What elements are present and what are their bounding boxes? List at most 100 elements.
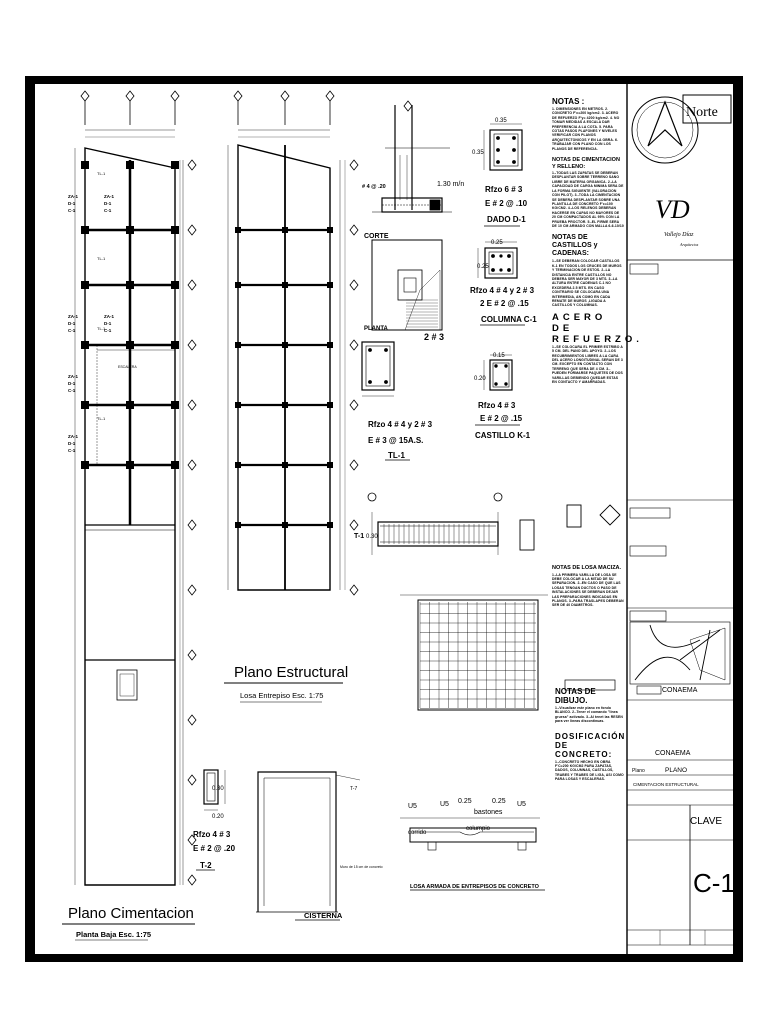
notes-column: NOTAS : 1. DIMENSIONES EN METROS. 2. CON… — [552, 94, 639, 385]
dado-section — [483, 123, 523, 227]
cast-dim-side: 0.20 — [474, 376, 486, 382]
c1-label-6: C-1 — [68, 448, 76, 453]
losa-u5-a: U5 — [408, 803, 417, 810]
c1-label-2: C-1 — [104, 208, 112, 213]
footing-pad — [81, 461, 89, 469]
footing-pad — [171, 341, 179, 349]
sheet-number: C-1 — [693, 868, 735, 898]
logo-text: VD — [655, 195, 690, 224]
t2-rfzo: Rfzo 4 # 3 — [193, 830, 231, 839]
column-mark — [327, 522, 333, 528]
title-block — [626, 84, 733, 954]
d1-label-1: D-1 — [68, 201, 76, 206]
losa-bastones: bastones — [474, 809, 503, 816]
footing-pad — [171, 401, 179, 409]
losa-notes-title: NOTAS DE LOSA MACIZA. — [552, 565, 622, 571]
column-mark — [327, 342, 333, 348]
t1-dim: 0.30 — [366, 534, 378, 540]
footing-pad — [81, 281, 89, 289]
column-mark — [235, 342, 241, 348]
tl-label-4: TL-1 — [97, 416, 106, 421]
dado-label: DADO D-1 — [487, 215, 526, 224]
d1-label-2: D-1 — [104, 201, 112, 206]
tl-section — [361, 341, 410, 461]
grid-row-marker — [187, 339, 197, 351]
t2-estribos: E # 2 @ .20 — [193, 844, 236, 853]
proyecto-value: CONAEMA — [662, 687, 698, 694]
castillo-section — [475, 354, 520, 426]
grid-row-marker — [187, 834, 197, 846]
planta-label: PLANTA — [364, 326, 389, 332]
tl-label-3: TL-1 — [97, 326, 106, 331]
t1-label: T-1 — [354, 533, 364, 540]
column-mark — [327, 462, 333, 468]
logo-subtitle-2: Arquitectos — [679, 242, 699, 247]
column-section — [477, 241, 525, 326]
dado-dim-side: 0.35 — [472, 150, 484, 156]
column-mark — [327, 402, 333, 408]
za-label-3: ZA-1 — [68, 314, 78, 319]
notas-body: 1. DIMENSIONES EN METROS. 2. CONCRETO F'… — [552, 107, 620, 151]
grid-axis-marker — [403, 100, 413, 112]
col-dim-side: 0.25 — [477, 264, 489, 270]
footing-pad — [171, 161, 179, 169]
beam-t1 — [367, 492, 621, 555]
c1-label-4: C-1 — [104, 328, 112, 333]
foundation-plan-title: Plano Cimentacion — [68, 905, 194, 922]
col-estribos: 2 E # 2 @ .15 — [480, 299, 529, 308]
d1-label-5: D-1 — [68, 381, 76, 386]
column-mark — [327, 282, 333, 288]
dim-130: 1.30 m/n — [437, 181, 464, 188]
footing-pad — [171, 226, 179, 234]
grid-axis-marker — [80, 90, 90, 102]
slab-mesh — [400, 594, 616, 711]
footing-pad — [81, 401, 89, 409]
footing-pad — [171, 281, 179, 289]
cim-notes-body: 1.-TODAS LAS ZAPATAS SE DEBERAN DESPLANT… — [552, 171, 624, 228]
muro-label: Muro de 15 cm de concreto — [340, 865, 383, 869]
losa-corrido: corrido — [408, 830, 427, 836]
dado-dim: 0.35 — [495, 118, 507, 124]
t2-dim-side: 0.30 — [212, 786, 224, 792]
tl-estribos: E # 3 @ 15A.S. — [368, 436, 423, 445]
acero-body: 1.-SE COLOCARA EL PRIMER ESTRIBO A 5 CM.… — [552, 344, 623, 385]
dado-rfzo: Rfzo 6 # 3 — [485, 185, 523, 194]
tl-label-1: TL-1 — [97, 171, 106, 176]
losa-notes: NOTAS DE LOSA MACIZA. 1.-LA PRIMERA VARI… — [552, 562, 624, 608]
footing-pad — [81, 341, 89, 349]
grid-row-marker — [187, 584, 197, 596]
obra-value: CONAEMA — [655, 750, 691, 757]
grid-row-marker — [349, 224, 359, 236]
grid-row-marker — [349, 584, 359, 596]
corte-label: CORTE — [364, 233, 389, 240]
d1-label-3: D-1 — [68, 321, 76, 326]
grid-row-marker — [349, 279, 359, 291]
structural-plan-subtitle: Losa Entrepiso Esc. 1:75 — [240, 691, 323, 700]
norte-label: Norte — [686, 105, 718, 120]
notas-title: NOTAS : — [552, 97, 585, 106]
column-mark — [235, 462, 241, 468]
logo-subtitle: Vallejo Díaz — [664, 232, 694, 238]
cast-dim-top: 0.15 — [493, 353, 505, 359]
grid-row-marker — [187, 774, 197, 786]
cast-estribos: E # 2 @ .15 — [480, 414, 523, 423]
dosif-title: DOSIFICACIÓN DE CONCRETO: — [555, 731, 626, 759]
column-mark — [235, 227, 241, 233]
foundation-plan — [74, 90, 413, 886]
dosif-body: 1.-CONCRETO HECHO EN OBRA F'C=200 KG/CM2… — [555, 759, 624, 782]
column-mark — [327, 227, 333, 233]
t2-dim-bot: 0.20 — [212, 814, 224, 820]
grid-row-marker — [187, 874, 197, 886]
clave-label: CLAVE — [690, 816, 722, 827]
losa-label: LOSA ARMADA DE ENTREPISOS DE CONCRETO — [410, 884, 540, 890]
structural-plan — [227, 129, 346, 591]
col-rfzo: Rfzo 4 # 4 y 2 # 3 — [470, 286, 535, 295]
grid-row-marker — [187, 714, 197, 726]
d1-label-4: D-1 — [104, 321, 112, 326]
losa-025-b: 0.25 — [492, 798, 506, 805]
tl-label-2: TL-1 — [97, 256, 106, 261]
grid-row-marker — [187, 159, 197, 171]
grid-row-marker — [187, 649, 197, 661]
grid-axis-marker — [280, 90, 290, 102]
col-dim-top: 0.25 — [491, 240, 503, 246]
